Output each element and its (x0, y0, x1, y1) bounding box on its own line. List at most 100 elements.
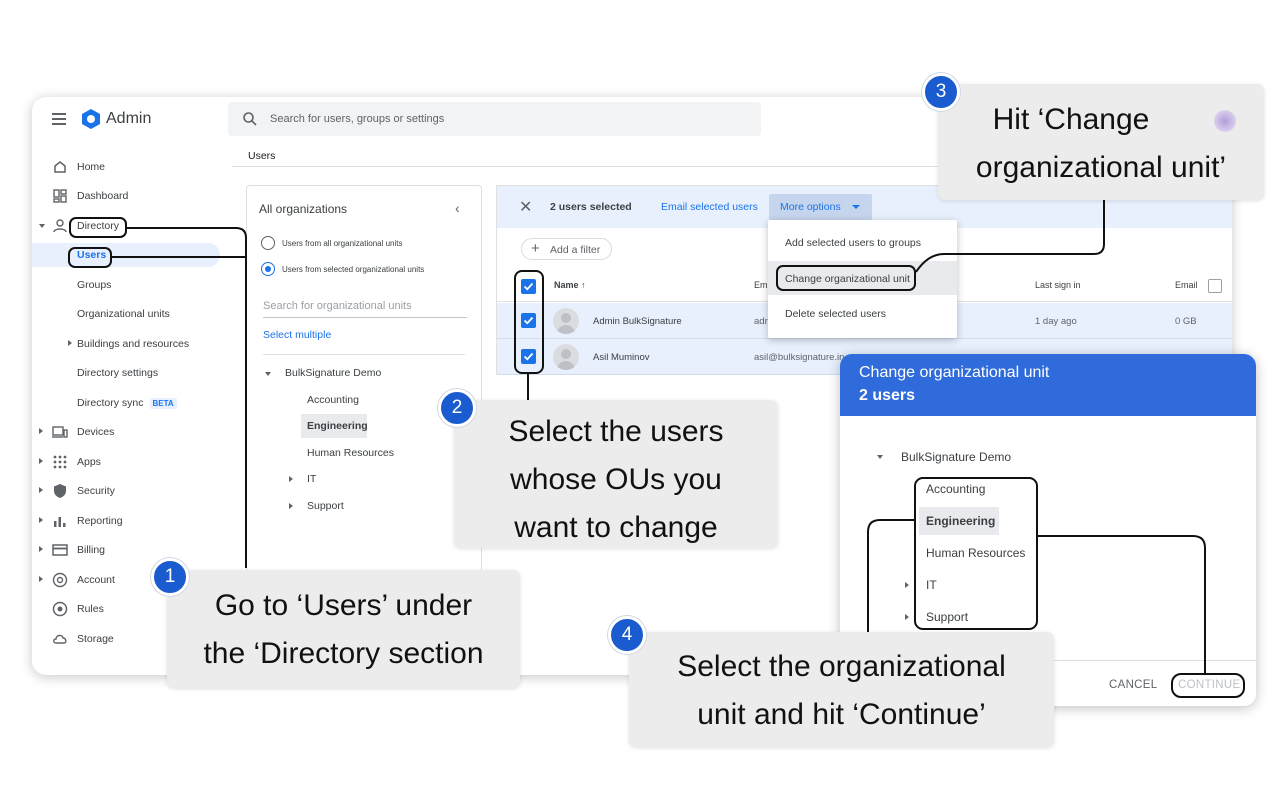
chevron-down-icon[interactable] (877, 455, 883, 459)
highlight-change-ou (776, 265, 916, 291)
select-multiple-link[interactable]: Select multiple (263, 329, 332, 341)
sidebar-item-storage[interactable]: Storage (32, 627, 220, 651)
check-icon (523, 316, 534, 325)
sidebar-item-billing[interactable]: Billing (32, 538, 220, 562)
sidebar-item-account[interactable]: Account (32, 568, 220, 592)
email-selected-users-button[interactable]: Email selected users (661, 201, 758, 213)
dialog-tree-engineering[interactable]: Engineering (926, 514, 996, 528)
sidebar-item-buildings[interactable]: Buildings and resources (32, 332, 220, 356)
column-header-name[interactable]: Name ↑ (554, 280, 586, 290)
admin-logo-icon (82, 109, 100, 129)
caret-down-icon (852, 205, 860, 209)
callout-step-4: Select the organizational unit and hit ‘… (629, 632, 1054, 747)
sidebar-item-label: Groups (77, 279, 112, 291)
chevron-right-icon (39, 546, 43, 552)
tree-item-human-resources[interactable]: Human Resources (307, 447, 394, 459)
sidebar-item-label: Reporting (77, 515, 123, 527)
sidebar-item-dashboard[interactable]: Dashboard (32, 184, 220, 208)
row-checkbox[interactable] (521, 349, 536, 364)
chevron-right-icon (39, 576, 43, 582)
sidebar-item-users[interactable]: Users (32, 243, 220, 267)
menu-item-label: Delete selected users (785, 308, 886, 320)
user-name[interactable]: Asil Muminov (593, 352, 650, 363)
callout-4-line-1: Select the organizational (677, 650, 1006, 683)
radio-all-units[interactable] (261, 236, 275, 250)
dialog-tree-it[interactable]: IT (926, 578, 937, 592)
column-header-email-usage[interactable]: Email (1175, 280, 1198, 290)
sidebar-item-apps[interactable]: Apps (32, 450, 220, 474)
sidebar-item-rules[interactable]: Rules (32, 597, 220, 621)
step-badge-1: 1 (151, 558, 189, 596)
add-filter-button[interactable]: + Add a filter (521, 238, 612, 260)
chevron-right-icon (39, 458, 43, 464)
sidebar-item-label: Rules (77, 603, 104, 615)
sidebar-item-directory-settings[interactable]: Directory settings (32, 361, 220, 385)
selection-bar: ✕ 2 users selected Email selected users … (497, 186, 1232, 228)
step-badge-4: 4 (608, 616, 646, 654)
sidebar-item-devices[interactable]: Devices (32, 420, 220, 444)
chevron-right-icon[interactable] (289, 476, 293, 482)
tree-item-it[interactable]: IT (307, 473, 317, 485)
column-header-last-sign-in[interactable]: Last sign in (1035, 280, 1081, 290)
dialog-tree-root[interactable]: BulkSignature Demo (901, 450, 1012, 464)
bar-chart-icon (54, 517, 66, 527)
chevron-right-icon[interactable] (289, 503, 293, 509)
close-icon[interactable]: ✕ (519, 199, 533, 216)
dialog-tree-support[interactable]: Support (926, 610, 969, 624)
dashboard-icon (53, 189, 67, 203)
menu-item-add-to-groups[interactable]: Add selected users to groups (768, 225, 957, 259)
sidebar-item-security[interactable]: Security (32, 479, 220, 503)
sidebar-item-home[interactable]: Home (32, 155, 220, 179)
person-silhouette-icon (557, 349, 575, 370)
column-header-email[interactable]: Em (754, 280, 768, 290)
chevron-down-icon[interactable] (265, 372, 271, 376)
radio-selected-units[interactable] (261, 262, 275, 276)
sidebar-item-label: Directory (77, 220, 120, 232)
user-name[interactable]: Admin BulkSignature (593, 316, 682, 327)
home-icon (54, 161, 66, 173)
user-email: adr (754, 316, 768, 327)
dialog-tree-human-resources[interactable]: Human Resources (926, 546, 1026, 560)
sidebar-item-label: Organizational units (77, 308, 170, 320)
sidebar-item-directory[interactable]: Directory (32, 214, 220, 238)
sidebar-item-label: Devices (77, 426, 115, 438)
tree-item-accounting[interactable]: Accounting (307, 394, 359, 406)
callout-step-2: Select the users whose OUs you want to c… (454, 400, 778, 548)
check-icon (523, 352, 534, 361)
menu-icon[interactable] (52, 113, 66, 125)
sidebar-item-label: Apps (77, 456, 101, 468)
ou-search-input[interactable]: Search for organizational units (263, 300, 467, 318)
chevron-right-icon[interactable] (905, 582, 909, 588)
sidebar-item-reporting[interactable]: Reporting (32, 509, 220, 533)
gear-icon[interactable] (1208, 279, 1222, 293)
search-bar[interactable]: Search for users, groups or settings (228, 102, 761, 136)
continue-button[interactable]: CONTINUE (1178, 679, 1241, 691)
chevron-right-icon (39, 428, 43, 434)
radio-selected-units-label: Users from selected organizational units (282, 265, 425, 274)
sidebar-item-label: Buildings and resources (77, 338, 190, 350)
dialog-tree-accounting[interactable]: Accounting (926, 482, 986, 496)
apps-grid-icon (53, 455, 67, 469)
callout-3-line-1-text: Hit ‘Change (992, 103, 1150, 136)
breadcrumb[interactable]: Users (248, 150, 276, 162)
top-bar: Admin Search for users, groups or settin… (32, 97, 1232, 141)
sidebar-item-organizational-units[interactable]: Organizational units (32, 302, 220, 326)
menu-item-delete-users[interactable]: Delete selected users (768, 296, 957, 330)
select-all-checkbox[interactable] (521, 279, 536, 294)
more-options-button[interactable]: More options (769, 194, 872, 220)
cancel-button[interactable]: CANCEL (1109, 679, 1158, 691)
callout-2-line-1: Select the users (508, 415, 724, 448)
sidebar-item-label: Directory settings (77, 367, 159, 379)
search-input[interactable]: Search for users, groups or settings (270, 113, 445, 125)
tree-item-support[interactable]: Support (307, 500, 344, 512)
tree-item-root[interactable]: BulkSignature Demo (285, 367, 382, 379)
chevron-right-icon[interactable] (905, 614, 909, 620)
radio-all-units-label: Users from all organizational units (282, 239, 403, 248)
collapse-chevron-icon[interactable]: ‹ (455, 200, 460, 216)
sidebar-item-label: Users (77, 249, 107, 261)
tree-item-engineering[interactable]: Engineering (307, 420, 368, 432)
sidebar-item-groups[interactable]: Groups (32, 273, 220, 297)
row-checkbox[interactable] (521, 313, 536, 328)
